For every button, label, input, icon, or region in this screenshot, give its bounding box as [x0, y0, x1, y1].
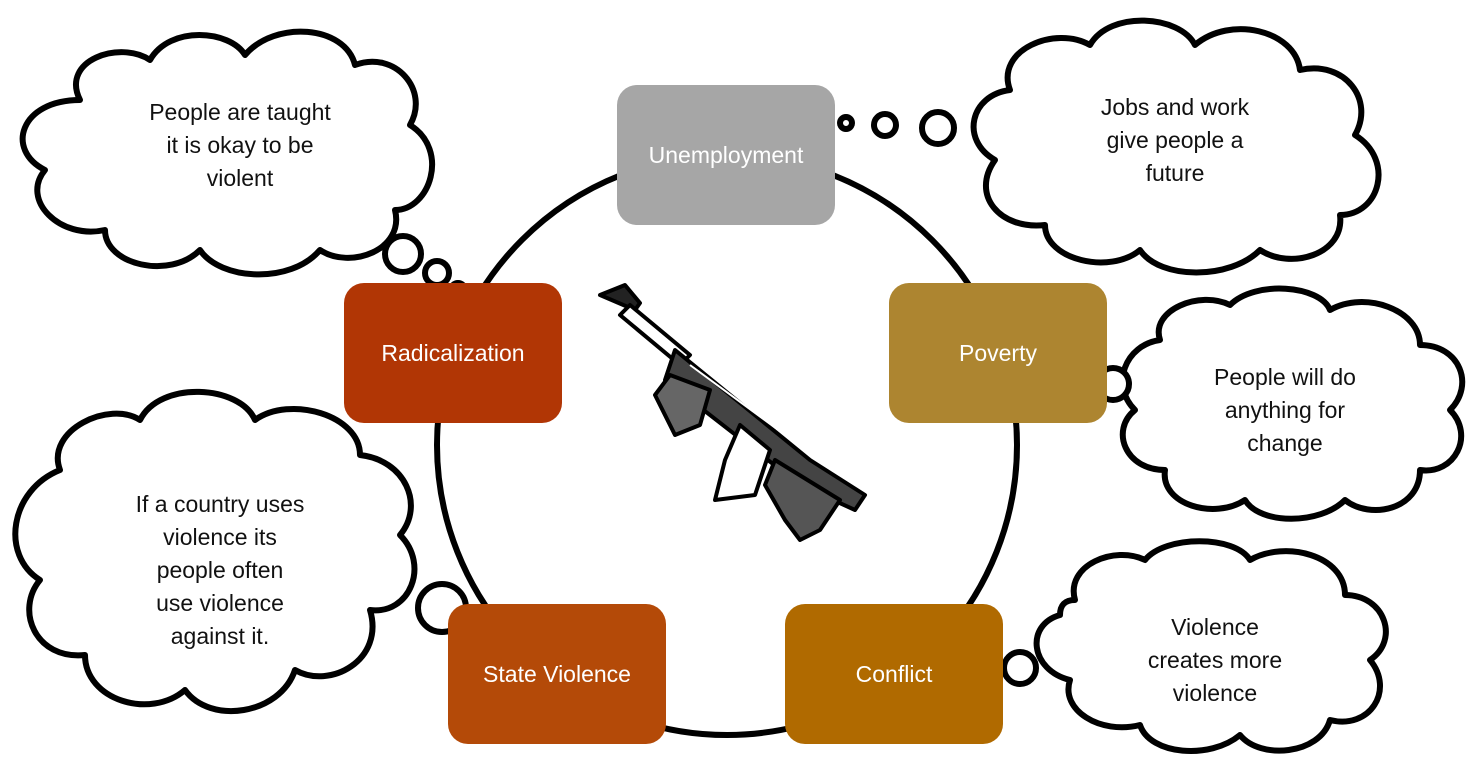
thought-cloud-unemployment	[970, 17, 1382, 276]
thought-text-poverty: People will do anything for change	[1214, 363, 1356, 456]
thought-bubble	[919, 109, 957, 147]
thought-text-radicalization: People are taught it is okay to be viole…	[149, 98, 331, 191]
thought-bubble	[837, 114, 855, 132]
thought-text-unemployment: Jobs and work give people a future	[1100, 93, 1250, 186]
thought-cloud-poverty	[1119, 285, 1466, 522]
thought-text-state-violence: If a country uses violence its people of…	[135, 490, 305, 649]
node-radicalization: Radicalization	[344, 283, 562, 423]
node-unemployment: Unemployment	[617, 85, 835, 225]
thought-text-conflict: Violence creates more violence	[1147, 613, 1283, 706]
node-state-violence: State Violence	[448, 604, 666, 744]
node-poverty: Poverty	[889, 283, 1107, 423]
thought-bubble	[382, 233, 424, 275]
thought-bubble	[422, 258, 452, 288]
thought-bubble	[1001, 649, 1039, 687]
thought-cloud-radicalization	[19, 28, 436, 278]
thought-cloud-state-violence	[12, 388, 418, 714]
thought-bubble	[871, 111, 899, 139]
node-conflict: Conflict	[785, 604, 1003, 744]
thought-cloud-conflict	[1033, 538, 1389, 754]
submachine-gun-icon	[598, 283, 867, 542]
